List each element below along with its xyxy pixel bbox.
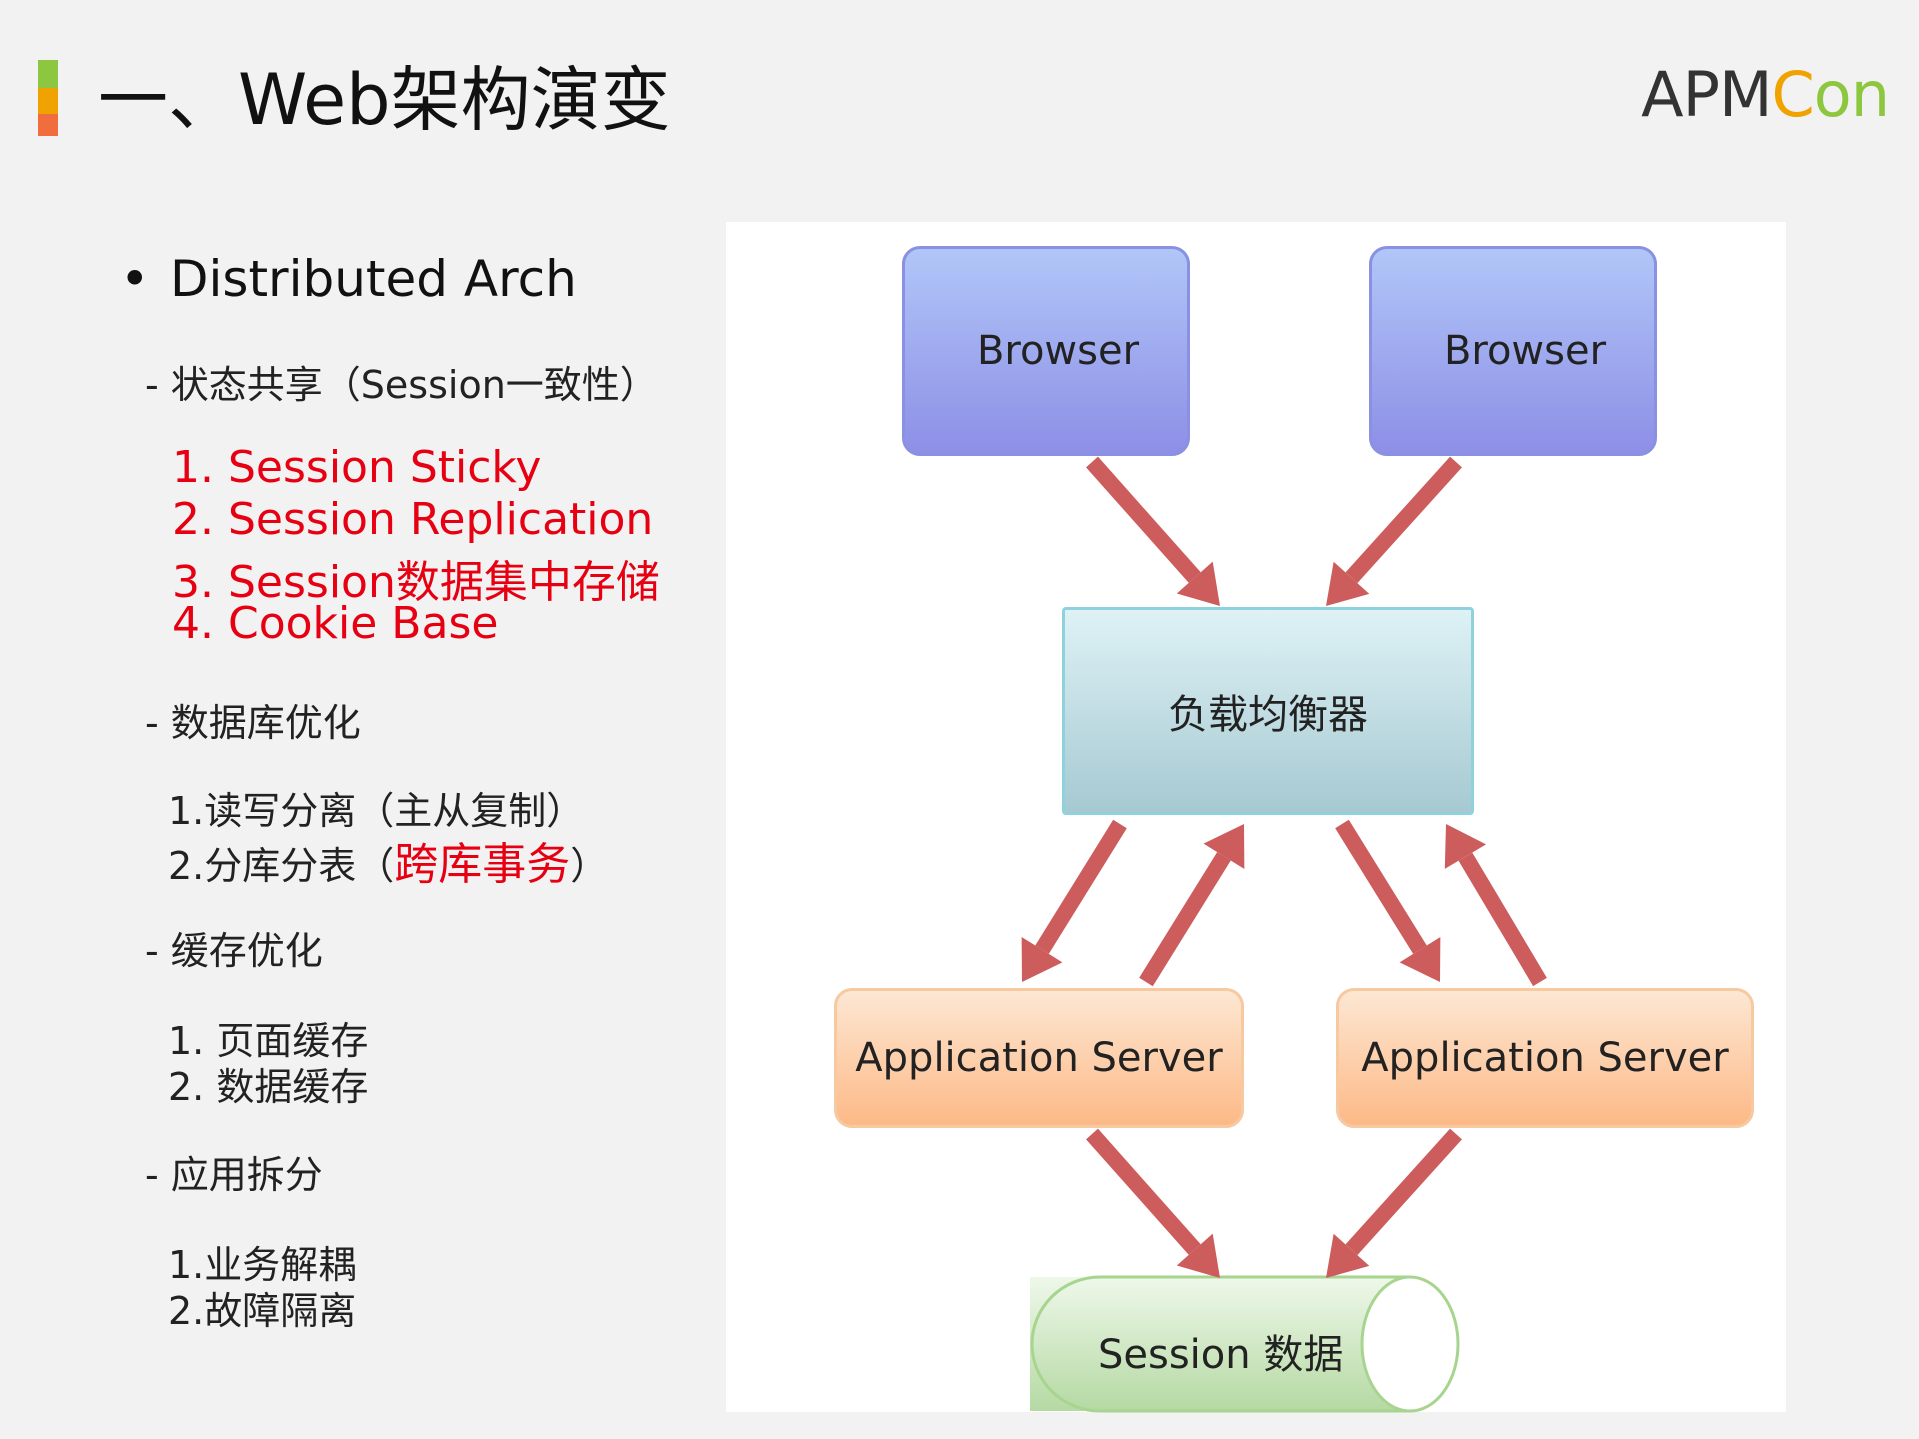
arrow-shaft [1345,1128,1462,1256]
bullet-text: Distributed Arch [170,250,577,308]
db-item: 1.读写分离（主从复制） [168,789,585,833]
bullet-icon: • [120,250,150,308]
arrow-shaft [1335,819,1427,954]
section-app-split: - 应用拆分 [145,1153,323,1197]
arrow-head [1203,824,1245,869]
arrow-app-left-to-session [1086,1128,1220,1278]
arrow-app-right-to-lb [1444,824,1547,987]
session-item: 2. Session Replication [172,494,654,545]
session-item: 1. Session Sticky [172,442,542,493]
arrow-head [1176,1233,1220,1278]
arrow-app-right-to-session [1326,1128,1462,1278]
cylinder-left-cap [1030,1275,1101,1413]
arrow-lb-to-app-left [1021,819,1127,982]
arrow-head [1444,824,1487,869]
app-server-node-right: Application Server [1336,988,1754,1128]
arrow-shaft [1458,852,1547,987]
arrow-browser-right-to-lb [1326,456,1462,606]
section-db-optimization: - 数据库优化 [145,701,361,745]
session-item: 4. Cookie Base [172,598,499,649]
browser-node-left: Browser [902,246,1190,456]
arrow-shaft [1035,819,1127,954]
cylinder-edges [1100,1275,1410,1413]
arrow-head [1326,561,1370,606]
arrow-shaft [1345,456,1462,584]
db-item-highlight: 跨库事务 [394,839,571,890]
section-cache-optimization: - 缓存优化 [145,929,323,973]
arrow-shaft [1139,852,1231,987]
session-item: 3. Session数据集中存储 [172,557,660,608]
arrow-lb-to-app-right [1335,819,1441,982]
session-store-label: Session 数据 [1098,1332,1344,1378]
cache-item: 1. 页面缓存 [168,1019,369,1063]
arrow-shaft [1086,1128,1201,1255]
bullet-heading: • Distributed Arch [120,250,577,308]
app-server-node-left: Application Server [834,988,1244,1128]
apmcon-logo: APMCon [1641,58,1890,131]
arrow-head [1326,1233,1370,1278]
browser-node-right: Browser [1369,246,1657,456]
app-item: 1.业务解耦 [168,1243,357,1287]
arrow-head [1021,937,1063,982]
section-session-sharing: - 状态共享（Session一致性） [145,363,658,407]
arrow-browser-left-to-lb [1086,456,1220,606]
app-item: 2.故障隔离 [168,1289,357,1333]
db-item: 2.分库分表（跨库事务） [168,839,609,890]
arrow-head [1399,937,1441,982]
load-balancer-node: 负载均衡器 [1062,607,1474,815]
accent-bar [38,60,58,136]
cylinder-right-cap [1360,1275,1460,1413]
page-title: 一、Web架构演变 [98,59,671,141]
arrow-head [1176,561,1220,606]
arrow-app-left-to-lb [1139,824,1245,987]
arrow-shaft [1086,456,1201,583]
session-store-cylinder [1030,1275,1460,1413]
cache-item: 2. 数据缓存 [168,1065,369,1109]
